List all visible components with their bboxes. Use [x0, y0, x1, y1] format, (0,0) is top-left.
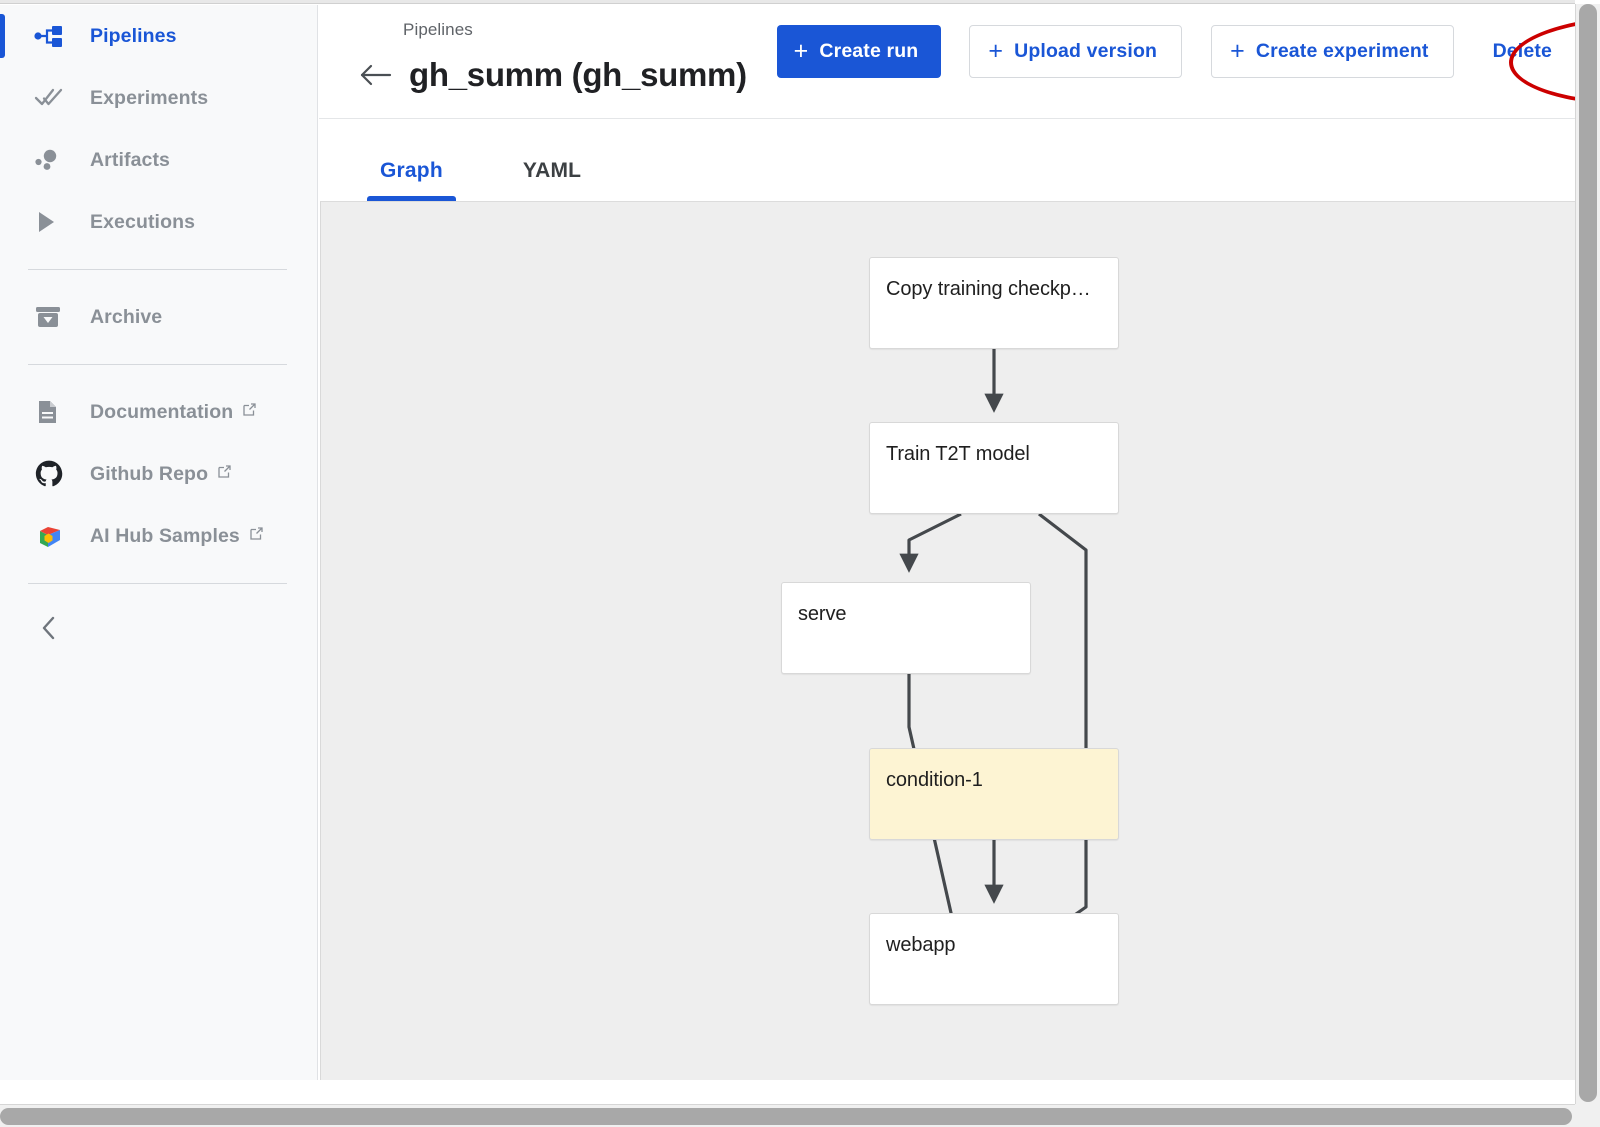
- sidebar-item-label: Artifacts: [90, 148, 171, 171]
- upload-version-button[interactable]: + Upload version: [969, 25, 1183, 78]
- sidebar-divider-top: [28, 269, 287, 270]
- sidebar-item-label: Github Repo: [90, 462, 209, 485]
- breadcrumb[interactable]: Pipelines: [403, 20, 473, 39]
- sidebar-item-pipelines[interactable]: Pipelines: [0, 5, 317, 67]
- archive-icon: [34, 304, 68, 330]
- sidebar-item-label: Documentation: [90, 400, 234, 423]
- github-icon: [34, 460, 68, 488]
- artifacts-icon: [34, 147, 68, 173]
- scrollbar-corner: [1575, 1104, 1600, 1127]
- pipeline-graph-canvas[interactable]: Copy training checkp… Train T2T model se…: [320, 201, 1575, 1080]
- page-header: Pipelines gh_summ (gh_summ) + Create run…: [319, 5, 1575, 119]
- sidebar-item-experiments[interactable]: Experiments: [0, 67, 317, 129]
- external-link-icon: [217, 464, 232, 484]
- plus-icon: +: [793, 37, 809, 65]
- page-title: gh_summ (gh_summ): [409, 56, 747, 93]
- node-label: Copy training checkp…: [886, 278, 1091, 300]
- create-experiment-button[interactable]: + Create experiment: [1211, 25, 1454, 78]
- sidebar-item-executions[interactable]: Executions: [0, 191, 317, 253]
- header-toolbar: + Create run + Upload version + Create e…: [776, 25, 1562, 78]
- graph-node-condition-1[interactable]: condition-1: [869, 748, 1119, 840]
- sidebar-collapse-button[interactable]: [0, 600, 317, 660]
- sidebar-item-label: AI Hub Samples: [90, 524, 240, 547]
- graph-node-copy-training-checkpoint[interactable]: Copy training checkp…: [869, 257, 1119, 349]
- double-check-icon: [34, 85, 68, 111]
- sidebar-divider-collapse: [28, 583, 287, 584]
- vertical-scrollbar-thumb[interactable]: [1579, 4, 1597, 1102]
- delete-label: Delete: [1492, 40, 1552, 62]
- ai-hub-icon: [34, 521, 68, 551]
- sidebar-item-ai-hub-samples[interactable]: AI Hub Samples: [0, 505, 317, 567]
- horizontal-scrollbar[interactable]: [0, 1104, 1575, 1127]
- delete-button[interactable]: Delete: [1483, 25, 1562, 78]
- main-content: Pipelines gh_summ (gh_summ) + Create run…: [319, 5, 1575, 1080]
- external-link-icon: [242, 402, 257, 422]
- sidebar-item-label: Experiments: [90, 86, 209, 109]
- node-label: Train T2T model: [886, 443, 1030, 465]
- create-experiment-label: Create experiment: [1255, 40, 1429, 62]
- back-arrow-icon[interactable]: [355, 55, 395, 95]
- graph-node-train-t2t-model[interactable]: Train T2T model: [869, 422, 1119, 514]
- sidebar-item-label: Pipelines: [90, 24, 177, 47]
- create-run-label: Create run: [819, 40, 919, 62]
- sidebar-item-documentation[interactable]: Documentation: [0, 381, 317, 443]
- sidebar-item-archive[interactable]: Archive: [0, 286, 317, 348]
- vertical-scrollbar[interactable]: [1575, 4, 1600, 1104]
- edge-serve-to-condition: [907, 674, 962, 939]
- tab-yaml[interactable]: YAML: [522, 159, 582, 182]
- graph-node-webapp[interactable]: webapp: [869, 913, 1119, 1005]
- tab-graph[interactable]: Graph: [367, 159, 456, 201]
- tab-bar: Graph YAML: [319, 119, 1575, 201]
- sidebar-divider-bottom: [28, 364, 287, 365]
- node-label: condition-1: [886, 769, 983, 791]
- active-indicator-bar: [0, 14, 5, 58]
- edge-train-to-condition: [1038, 512, 1088, 938]
- title-row: gh_summ (gh_summ): [355, 55, 747, 95]
- chevron-left-icon: [38, 613, 60, 648]
- create-run-button[interactable]: + Create run: [776, 25, 942, 78]
- plus-icon: +: [1230, 37, 1245, 65]
- window-top-edge: [0, 0, 1575, 4]
- sidebar: Pipelines Experiments Artifacts: [0, 5, 318, 1080]
- node-label: serve: [798, 603, 847, 625]
- plus-icon: +: [988, 37, 1004, 65]
- node-label: webapp: [886, 934, 956, 956]
- sidebar-item-artifacts[interactable]: Artifacts: [0, 129, 317, 191]
- sidebar-item-github-repo[interactable]: Github Repo: [0, 443, 317, 505]
- play-icon: [34, 209, 68, 235]
- external-link-icon: [249, 526, 264, 546]
- pipeline-icon: [34, 23, 68, 49]
- document-icon: [34, 399, 68, 425]
- sidebar-item-label: Archive: [90, 305, 163, 328]
- horizontal-scrollbar-thumb[interactable]: [0, 1108, 1572, 1125]
- upload-version-label: Upload version: [1014, 40, 1158, 62]
- graph-node-serve[interactable]: serve: [781, 582, 1031, 674]
- edge-train-to-serve: [899, 512, 962, 573]
- sidebar-item-label: Executions: [90, 210, 196, 233]
